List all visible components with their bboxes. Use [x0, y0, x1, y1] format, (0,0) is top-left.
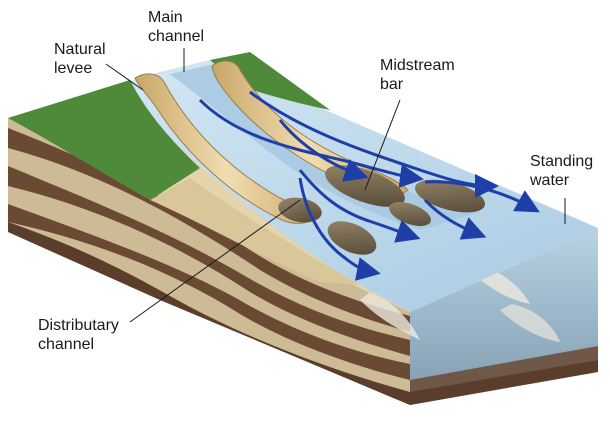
label-line: Distributary [38, 316, 119, 335]
label-line: levee [54, 59, 106, 78]
label-line: Main [148, 8, 204, 27]
label-line: bar [380, 75, 455, 94]
label-line: Midstream [380, 56, 455, 75]
label-main-channel: Main channel [148, 8, 204, 46]
label-midstream-bar: Midstream bar [380, 56, 455, 94]
label-line: Natural [54, 40, 106, 59]
label-natural-levee: Natural levee [54, 40, 106, 78]
label-standing-water: Standing water [530, 152, 593, 190]
label-line: channel [38, 335, 119, 354]
label-line: channel [148, 27, 204, 46]
label-line: Standing [530, 152, 593, 171]
label-distributary-channel: Distributary channel [38, 316, 119, 354]
label-line: water [530, 171, 593, 190]
